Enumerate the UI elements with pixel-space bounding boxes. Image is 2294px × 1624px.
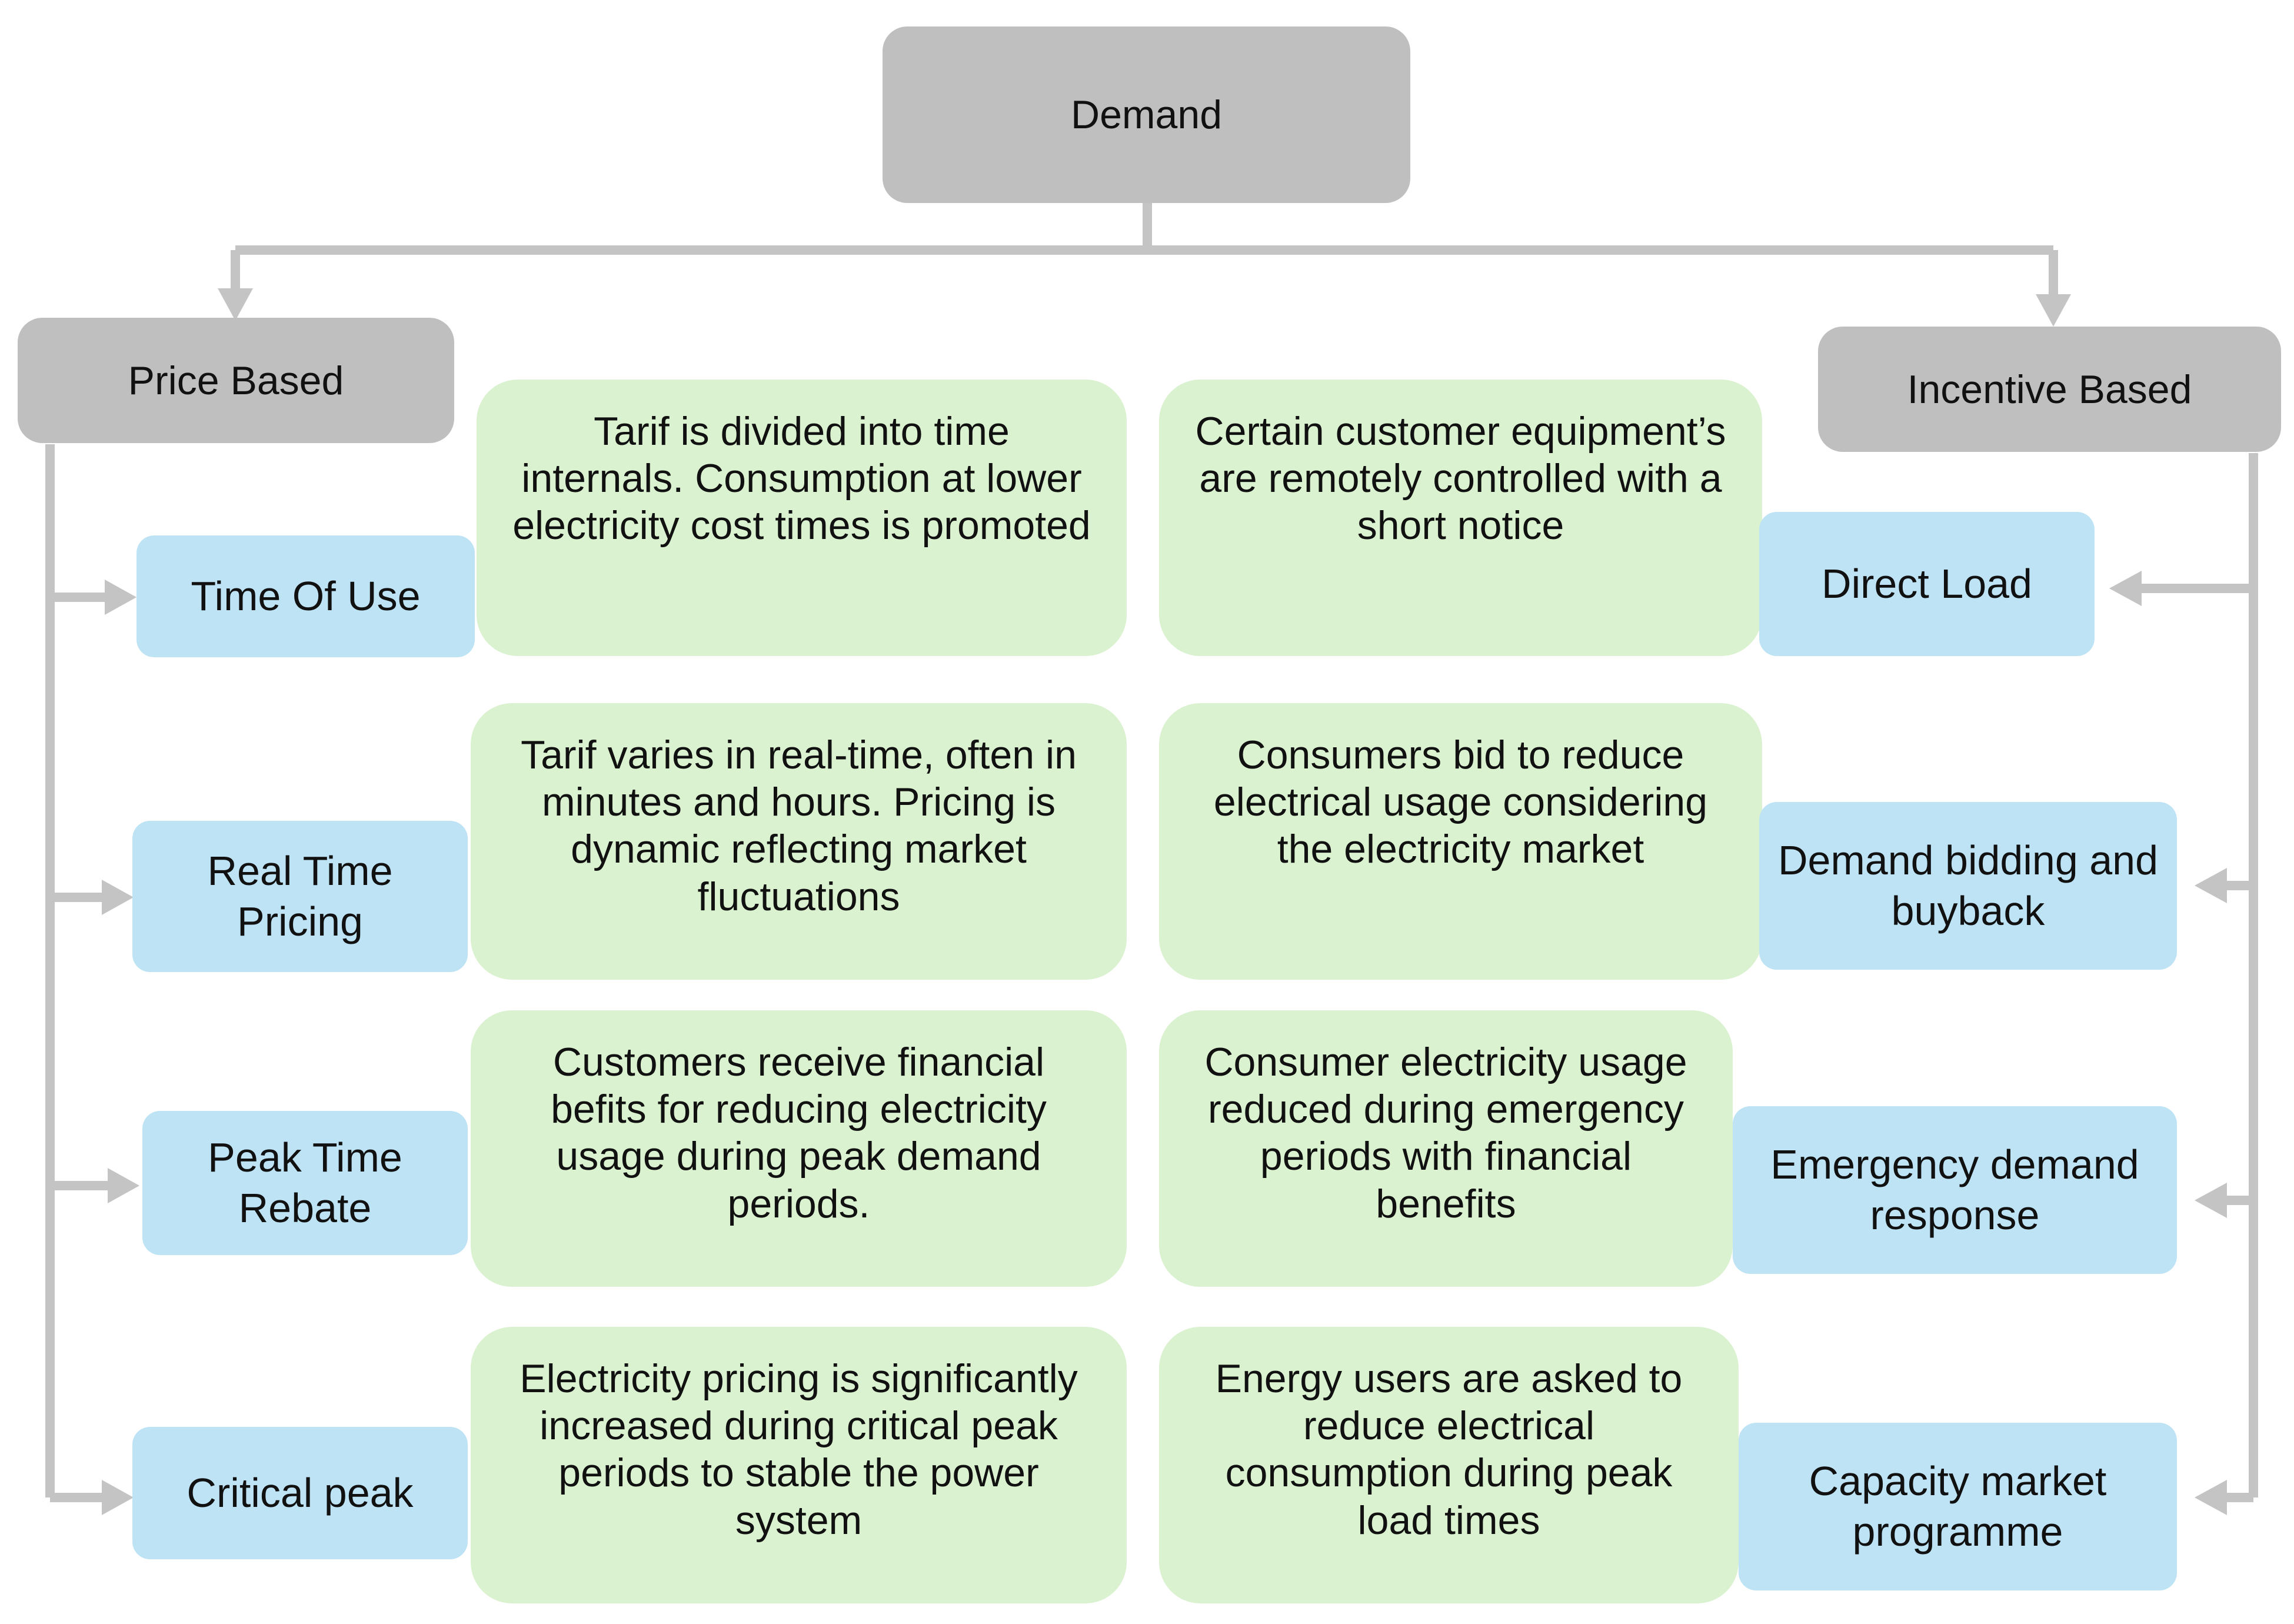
branch-node-incentive-based: Incentive Based xyxy=(1818,327,2281,452)
arrow-to-price xyxy=(218,288,253,321)
incentive-description-demand-bidding: Consumers bid to reduce electrical usage… xyxy=(1159,703,1762,980)
price-description-peak-time-rebate: Customers receive financial befits for r… xyxy=(471,1010,1127,1287)
price-item-critical-peak: Critical peak xyxy=(132,1427,468,1559)
price-description-time-of-use: Tarif is divided into time internals. Co… xyxy=(477,380,1127,656)
arrow-incentive-2 xyxy=(2195,868,2227,903)
arrow-price-3 xyxy=(108,1168,139,1203)
arrow-price-4 xyxy=(102,1480,134,1515)
price-item-real-time-pricing: Real Time Pricing xyxy=(132,821,468,972)
branch-node-price-based: Price Based xyxy=(18,318,454,443)
arrow-to-incentive xyxy=(2036,294,2071,327)
arrow-incentive-1 xyxy=(2109,571,2142,606)
price-description-critical-peak: Electricity pricing is significantly inc… xyxy=(471,1327,1127,1603)
arrow-incentive-4 xyxy=(2195,1480,2227,1515)
price-description-real-time-pricing: Tarif varies in real-time, often in minu… xyxy=(471,703,1127,980)
incentive-item-emergency-demand-response: Emergency demand response xyxy=(1733,1106,2177,1274)
arrow-incentive-3 xyxy=(2195,1183,2227,1218)
arrow-price-2 xyxy=(102,880,134,915)
incentive-item-direct-load: Direct Load xyxy=(1759,512,2095,656)
root-node-demand: Demand xyxy=(883,26,1410,203)
incentive-item-capacity-market-programme: Capacity market programme xyxy=(1739,1423,2177,1590)
incentive-description-emergency-demand: Consumer electricity usage reduced durin… xyxy=(1159,1010,1733,1287)
incentive-item-demand-bidding: Demand bidding and buyback xyxy=(1759,802,2177,970)
arrow-price-1 xyxy=(105,580,136,615)
price-item-time-of-use: Time Of Use xyxy=(136,535,475,657)
incentive-description-capacity-market: Energy users are asked to reduce electri… xyxy=(1159,1327,1739,1603)
incentive-description-direct-load: Certain customer equipment’s are remotel… xyxy=(1159,380,1762,656)
price-item-peak-time-rebate: Peak Time Rebate xyxy=(142,1111,468,1255)
